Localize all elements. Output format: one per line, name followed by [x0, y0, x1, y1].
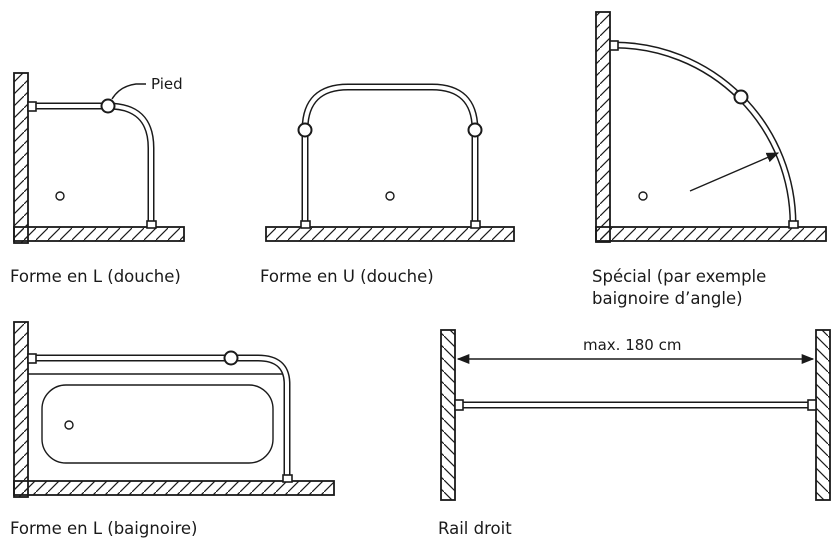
bathtub-basin: [41, 384, 274, 464]
special-floor: [595, 226, 827, 242]
u-shower-diagram: [265, 83, 515, 242]
special-left-wall: [595, 11, 611, 243]
u-shower-floor: [265, 226, 515, 242]
rail-joint: [100, 98, 116, 114]
drain-icon: [638, 191, 648, 201]
straight-rail-diagram: max. 180 cm: [440, 329, 831, 501]
special-caption-line2: baignoire d’angle): [592, 289, 743, 308]
straight-right-wall: [815, 329, 831, 501]
floor-foot: [470, 220, 481, 229]
l-bath-diagram: [13, 321, 335, 498]
special-caption-line1: Spécial (par exemple: [592, 267, 767, 286]
l-shower-diagram: Pied: [13, 72, 185, 244]
drain-icon: [64, 420, 74, 430]
l-shower-floor: [13, 226, 185, 242]
dimension-label: max. 180 cm: [583, 336, 681, 354]
rail-joint: [223, 350, 239, 366]
l-bath-caption: Forme en L (baignoire): [10, 519, 198, 538]
pied-label: Pied: [151, 75, 183, 93]
wall-bracket: [27, 353, 37, 364]
floor-foot: [300, 220, 311, 229]
pied-callout-line: [111, 83, 146, 100]
u-shower-caption: Forme en U (douche): [260, 267, 434, 286]
drain-icon: [55, 191, 65, 201]
wall-bracket: [454, 399, 464, 411]
straight-left-wall: [440, 329, 456, 501]
floor-foot: [282, 474, 293, 483]
drain-icon: [385, 191, 395, 201]
wall-bracket: [609, 40, 619, 51]
l-shower-left-wall: [13, 72, 29, 244]
rail-joint: [733, 89, 749, 105]
l-bath-left-wall: [13, 321, 29, 498]
rail-joint: [467, 122, 483, 138]
l-bath-floor: [13, 480, 335, 496]
straight-caption: Rail droit: [438, 519, 512, 538]
l-shower-caption: Forme en L (douche): [10, 267, 181, 286]
floor-foot: [788, 220, 799, 229]
rail-joint: [297, 122, 313, 138]
wall-bracket: [807, 399, 817, 411]
floor-foot: [146, 220, 157, 229]
wall-bracket: [27, 101, 37, 112]
special-diagram: [595, 11, 827, 243]
radius-arrow: [689, 152, 780, 192]
